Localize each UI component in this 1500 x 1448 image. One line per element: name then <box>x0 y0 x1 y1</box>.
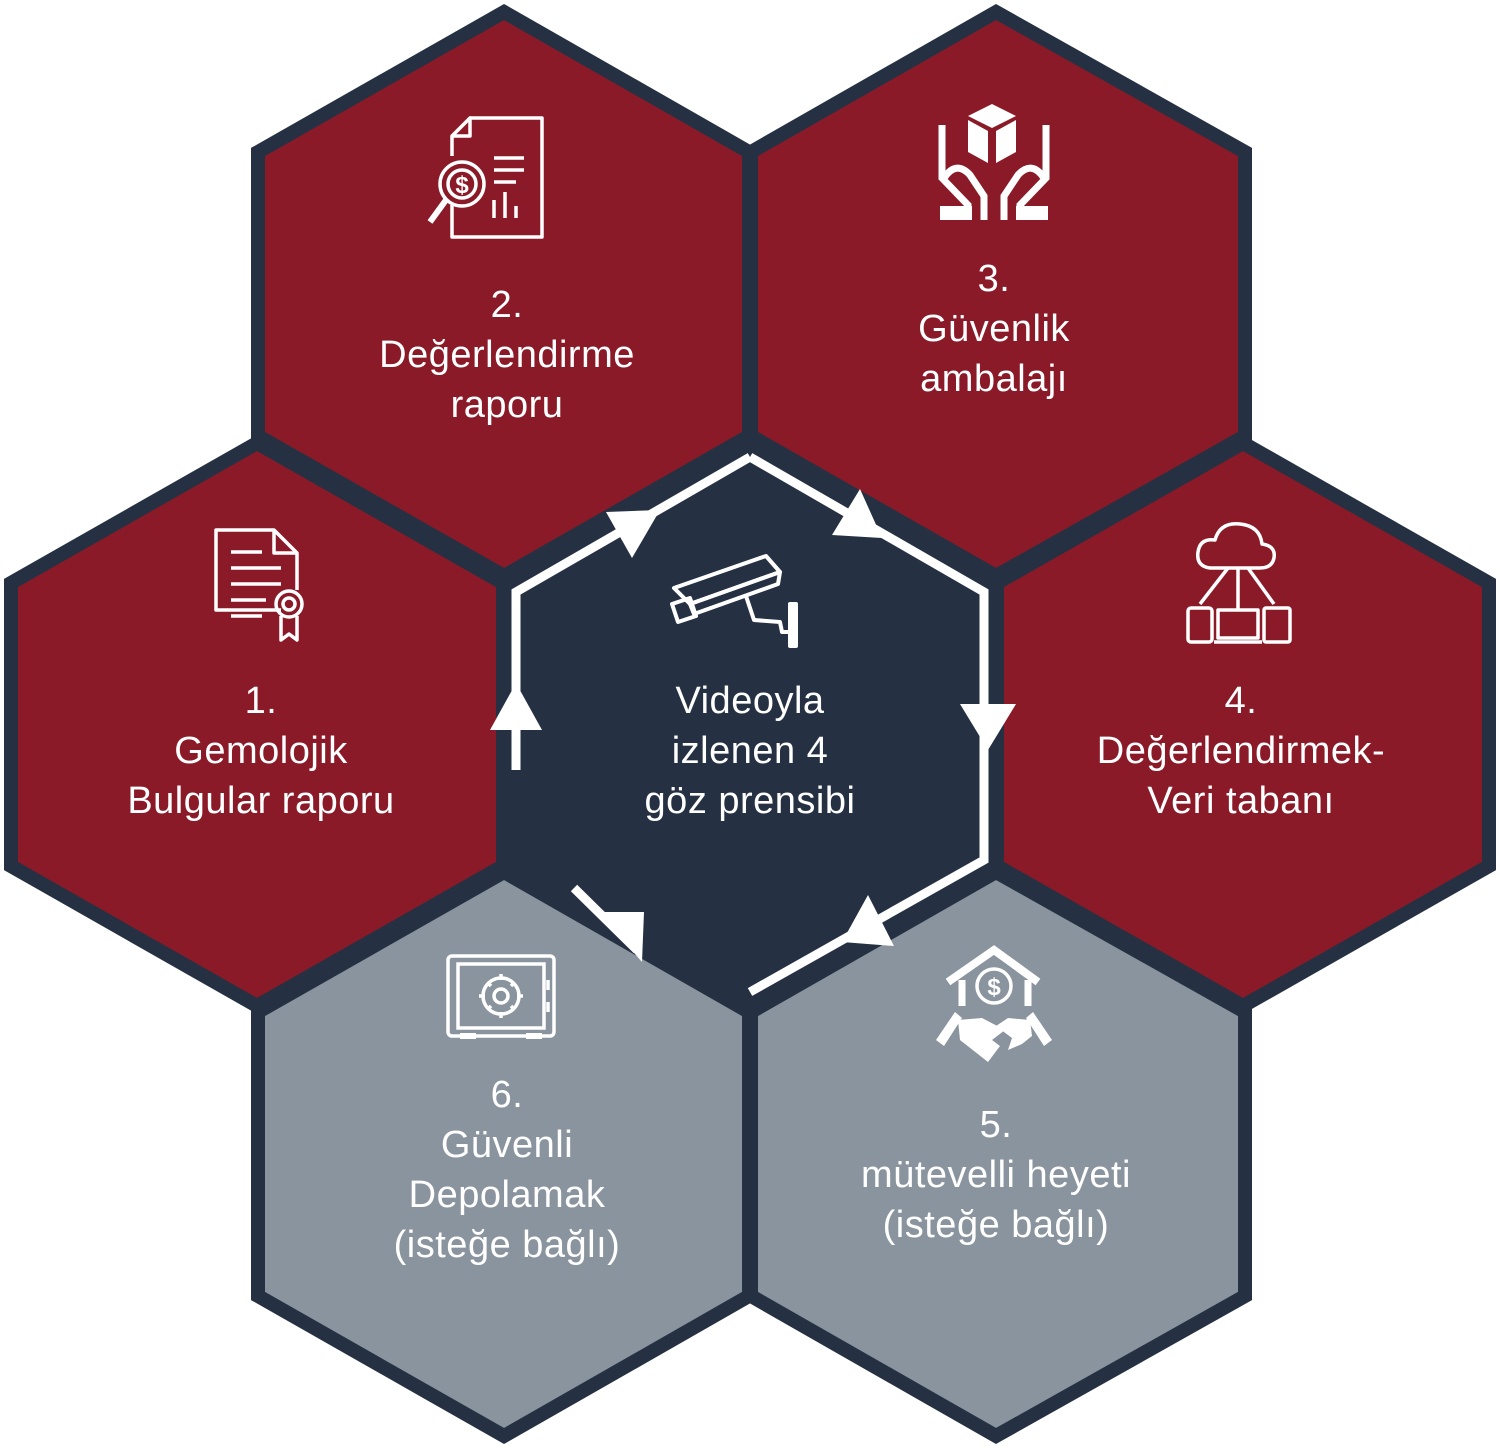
hands-holding-box-icon <box>938 104 1050 220</box>
dollar-sign-icon: $ <box>987 974 1001 1001</box>
step-2-label: 2. Değerlendirme raporu <box>327 280 687 430</box>
handshake-bank-icon <box>936 945 1052 1062</box>
certificate-document-icon <box>214 528 304 642</box>
step-number: 3. <box>977 258 1011 300</box>
arrow-upright-icon <box>606 510 660 558</box>
center-label: Videoyla izlenen 4 göz prensibi <box>570 676 930 826</box>
step-number: 1. <box>244 680 278 722</box>
step-number: 4. <box>1224 680 1258 722</box>
step-number: 5. <box>979 1104 1013 1146</box>
step-text: ambalajı <box>920 358 1068 400</box>
step-text: mütevelli heyeti <box>861 1154 1131 1196</box>
arrow-downleft-icon <box>842 895 894 946</box>
step-text: Gemolojik <box>174 730 348 772</box>
step-4-label: 4. Değerlendirmek- Veri tabanı <box>1061 676 1421 826</box>
arrow-down-icon <box>960 704 1016 750</box>
step-number: 6. <box>490 1074 524 1116</box>
step-text: Bulgular raporu <box>127 780 395 822</box>
cctv-camera-icon <box>670 554 798 648</box>
center-text: Videoyla <box>675 680 825 722</box>
step-text: (isteğe bağlı) <box>393 1224 621 1266</box>
step-text: Depolamak <box>408 1174 606 1216</box>
arrow-up-icon <box>490 683 542 730</box>
step-text: Güvenli <box>440 1124 574 1166</box>
step-text: Veri tabanı <box>1147 780 1335 822</box>
step-5-label: 5. mütevelli heyeti (isteğe bağlı) <box>816 1100 1176 1250</box>
cycle-arrows <box>490 489 1016 962</box>
step-number: 2. <box>490 284 524 326</box>
cloud-network-devices-icon <box>1186 522 1292 644</box>
safe-vault-icon <box>446 954 556 1039</box>
arrow-left-icon <box>598 912 644 962</box>
hex-center[interactable] <box>497 436 1003 1014</box>
step-text: raporu <box>450 384 564 426</box>
center-text: göz prensibi <box>644 780 856 822</box>
step-text: Güvenlik <box>918 308 1070 350</box>
step-3-label: 3. Güvenlik ambalajı <box>814 254 1174 404</box>
step-text: Değerlendirme <box>379 334 635 376</box>
step-1-label: 1. Gemolojik Bulgular raporu <box>81 676 441 826</box>
arrow-downright-icon <box>832 489 882 538</box>
dollar-sign-icon: $ <box>455 172 469 199</box>
financial-report-search-icon <box>427 116 544 239</box>
center-text: izlenen 4 <box>671 730 829 772</box>
step-text: Değerlendirmek- <box>1096 730 1386 772</box>
step-text: (isteğe bağlı) <box>882 1204 1110 1246</box>
step-6-label: 6. Güvenli Depolamak (isteğe bağlı) <box>327 1070 687 1270</box>
